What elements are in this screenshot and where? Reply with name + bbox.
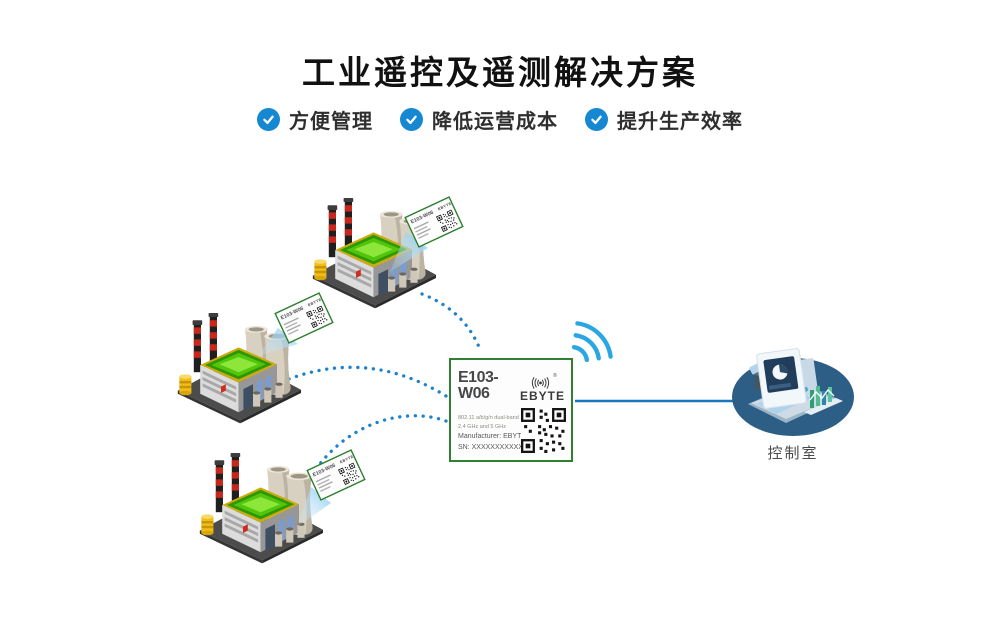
check-icon [257,108,280,131]
spec-line: 802.11 a/b/g/n dual-band [458,415,519,422]
module-card-brand: EBYTE [307,298,322,308]
module-specs: 802.11 a/b/g/n dual-band 2.4 GHz and 5 G… [458,414,537,453]
manufacturer-line: Manufacturer: EBYTE [458,433,527,440]
module-card-1: E103-W06 EBYTE [405,197,463,247]
module-head: E103-W06 ® [451,360,571,403]
benefit-item: 降低运营成本 [400,105,558,134]
benefit-label: 降低运营成本 [432,111,558,133]
dotted-link-factory2 [287,365,448,398]
module-card-brand: EBYTE [437,202,452,212]
control-room-label: 控制室 [767,445,819,462]
module-card-brand: EBYTE [339,455,354,465]
registered-mark: ® [553,373,557,379]
antenna-icon [531,377,550,389]
module-model: E103-W06 [458,369,499,402]
check-icon [585,108,608,131]
benefits-row: 方便管理 降低运营成本 提升生产效率 [257,105,743,134]
benefit-label: 方便管理 [289,111,373,133]
module-card-3: E103-W06 EBYTE [307,450,365,500]
wifi-module: E103-W06 ® [449,358,573,462]
dotted-link-factory1 [420,292,483,354]
check-icon [400,108,423,131]
module-brand: ® EBYTE [519,373,565,403]
spec-line: 2.4 GHz and 5 GHz [458,424,506,431]
wifi-signal-icon [571,321,613,363]
module-card-2: E103-W06 EBYTE [275,293,333,343]
control-room-illustration [732,348,854,436]
sn-line: SN: XXXXXXXXXXXXXX [458,443,537,451]
brand-text: EBYTE [519,389,565,403]
page-title: 工业遥控及遥测解决方案 [302,54,698,91]
qr-code [521,408,566,453]
benefit-item: 方便管理 [257,105,373,134]
benefit-label: 提升生产效率 [617,111,743,133]
beam-factory2 [258,328,298,356]
benefit-item: 提升生产效率 [585,105,743,134]
